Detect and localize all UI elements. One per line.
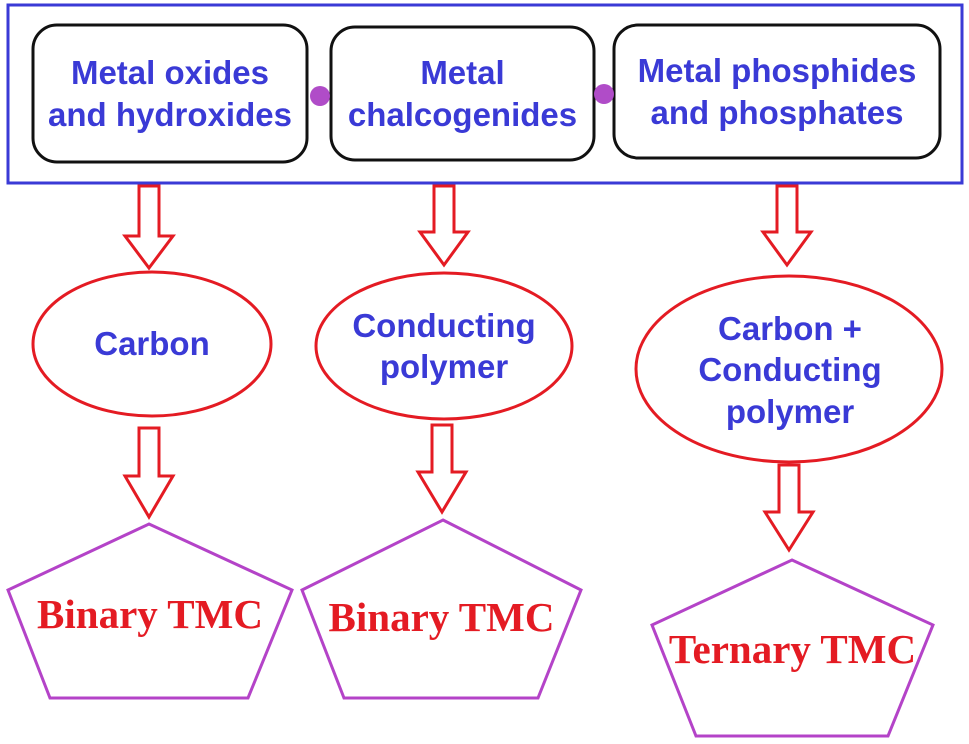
composite-ternary-text: Ternary TMC	[668, 626, 917, 673]
ellipse-carbon	[31, 270, 273, 418]
additive-label-carbon-polymer: Carbon + Conducting polymer	[660, 290, 920, 450]
composite-label-ternary: Ternary TMC	[652, 620, 933, 680]
arrow-down-hybrid-to-ternary	[762, 463, 816, 553]
composite-binary-middle-text: Binary TMC	[328, 594, 555, 641]
connector-dot-left	[310, 86, 330, 106]
material-label-oxides: Metal oxides and hydroxides	[33, 25, 307, 162]
arrow-down-carbon-to-binary	[122, 426, 176, 520]
additive-label-conducting-polymer: Conducting polymer	[320, 296, 568, 396]
material-box-phosphides	[612, 23, 942, 160]
ellipse-conducting-polymer	[314, 271, 574, 421]
composite-binary-left-text: Binary TMC	[37, 591, 263, 638]
additive-polymer-line1: Conducting	[352, 306, 536, 344]
arrow-down-phosphides-to-hybrid	[760, 184, 814, 268]
materials-frame	[6, 3, 964, 185]
additive-label-carbon: Carbon	[40, 300, 264, 388]
material-label-chalcogenides: Metal chalcogenides	[331, 27, 594, 160]
material-label-phosphides: Metal phosphides and phosphates	[614, 25, 940, 158]
arrow-down-chalcogenides-to-polymer	[417, 184, 471, 268]
ellipse-carbon-polymer	[634, 274, 944, 464]
material-phosphides-line2: and phosphates	[650, 93, 904, 131]
additive-hybrid-line3: polymer	[725, 392, 855, 430]
arrow-down-polymer-to-binary	[415, 423, 469, 515]
additive-carbon-line1: Carbon	[94, 325, 210, 363]
pentagon-binary-tmc-middle	[300, 518, 583, 700]
material-chalcogenides-line2: chalcogenides	[347, 95, 578, 133]
pentagon-ternary-tmc	[650, 558, 935, 738]
additive-hybrid-line1: Carbon +	[718, 310, 862, 348]
material-box-oxides	[31, 23, 309, 164]
connector-dot-right	[594, 84, 614, 104]
material-chalcogenides-line1: Metal	[420, 54, 505, 92]
arrow-down-oxides-to-carbon	[122, 184, 176, 271]
material-box-chalcogenides	[329, 25, 596, 162]
pentagon-binary-tmc-left	[6, 522, 294, 700]
additive-hybrid-line2: Conducting	[698, 351, 882, 389]
composite-label-binary-left: Binary TMC	[8, 585, 292, 645]
material-phosphides-line1: Metal phosphides	[637, 52, 917, 90]
composite-label-binary-middle: Binary TMC	[302, 588, 581, 648]
additive-polymer-line2: polymer	[379, 348, 509, 385]
material-oxides-line2: and hydroxides	[48, 95, 292, 133]
material-oxides-line1: Metal oxides	[70, 54, 270, 92]
